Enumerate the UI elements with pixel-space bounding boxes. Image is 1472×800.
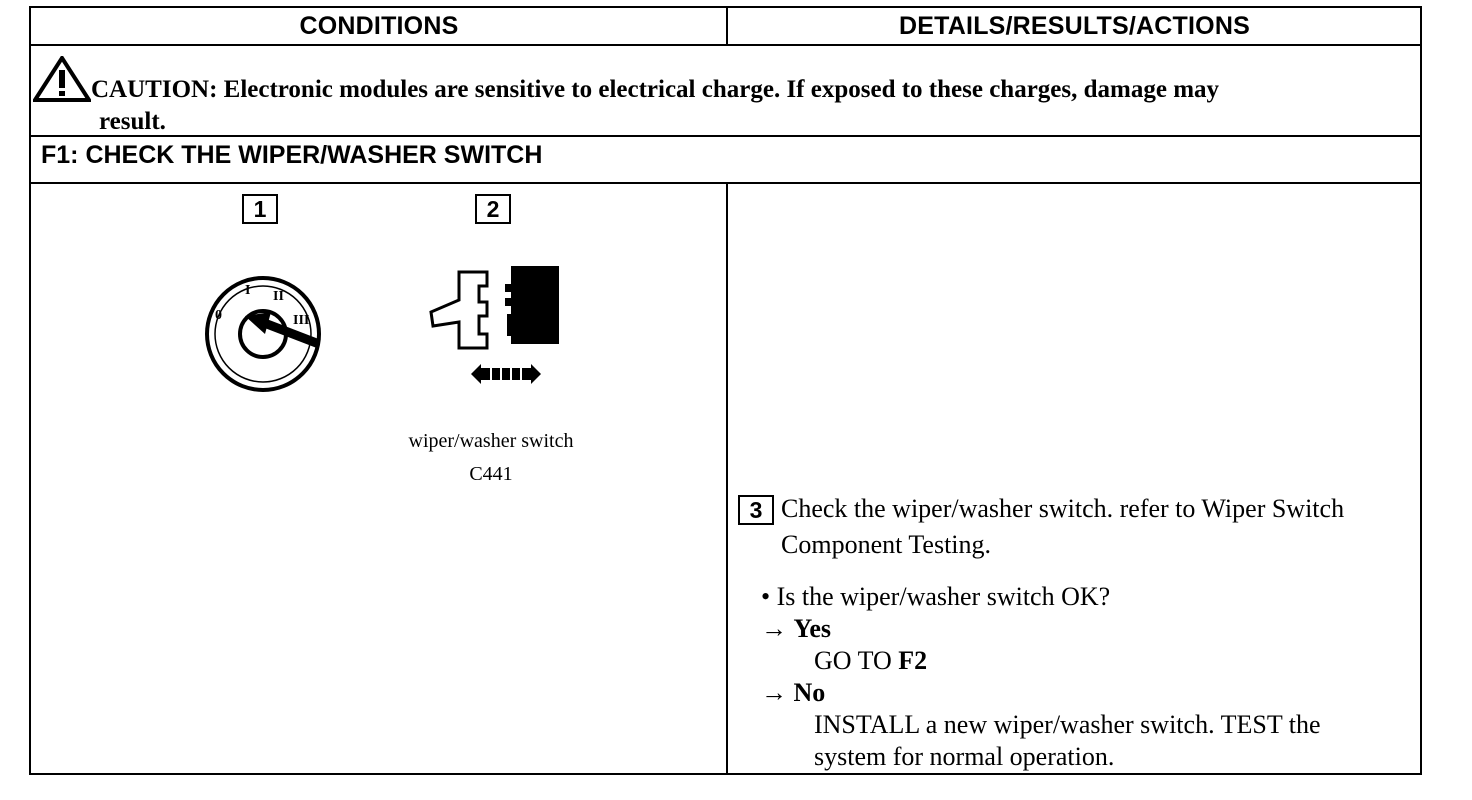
header-divider — [726, 8, 728, 44]
warning-triangle-icon — [31, 54, 93, 111]
column-divider — [726, 184, 728, 773]
ignition-pos-0: 0 — [215, 308, 222, 323]
yes-label: Yes — [793, 614, 832, 643]
procedure-table: CONDITIONS DETAILS/RESULTS/ACTIONS CAUTI… — [29, 6, 1422, 775]
ignition-pos-3: III — [293, 313, 309, 328]
no-action-line1: INSTALL a new wiper/washer switch. TEST … — [814, 710, 1321, 739]
yes-arrow-icon: → — [761, 614, 787, 643]
yes-action-prefix: GO TO — [814, 646, 899, 675]
switch-label: wiper/washer switch — [408, 430, 574, 452]
wiper-switch-connector-icon — [429, 264, 564, 394]
yes-action-target: F2 — [898, 646, 928, 675]
step-box-1: 1 — [242, 194, 278, 224]
ignition-pos-1: I — [245, 283, 250, 298]
no-label: No — [793, 678, 826, 707]
caution-text-line1: CAUTION: Electronic modules are sensitiv… — [91, 76, 1220, 103]
header-conditions: CONDITIONS — [299, 11, 459, 40]
step-box-3: 3 — [738, 495, 774, 525]
yes-row: → Yes — [761, 613, 831, 645]
step-title: F1: CHECK THE WIPER/WASHER SWITCH — [41, 141, 543, 169]
yes-action: GO TO F2 — [814, 645, 927, 677]
ignition-pos-2: II — [273, 289, 284, 304]
instruction-line2: Component Testing. — [781, 530, 992, 559]
question-text: • Is the wiper/washer switch OK? — [761, 582, 1111, 611]
rule-under-header — [31, 44, 1420, 46]
ignition-switch-icon: 0 I II III — [201, 272, 331, 397]
connector-label: C441 — [469, 463, 513, 485]
instruction-line1: Check the wiper/washer switch. refer to … — [781, 494, 1345, 523]
header-details: DETAILS/RESULTS/ACTIONS — [899, 11, 1250, 40]
caution-text-line2: result. — [99, 108, 166, 135]
step-box-2: 2 — [475, 194, 511, 224]
caution-row: CAUTION: Electronic modules are sensitiv… — [31, 46, 1420, 136]
rule-under-caution — [31, 135, 1420, 137]
no-arrow-icon: → — [761, 678, 787, 707]
no-row: → No — [761, 677, 825, 709]
rule-under-step — [31, 182, 1420, 184]
no-action-line2: system for normal operation. — [814, 742, 1115, 771]
